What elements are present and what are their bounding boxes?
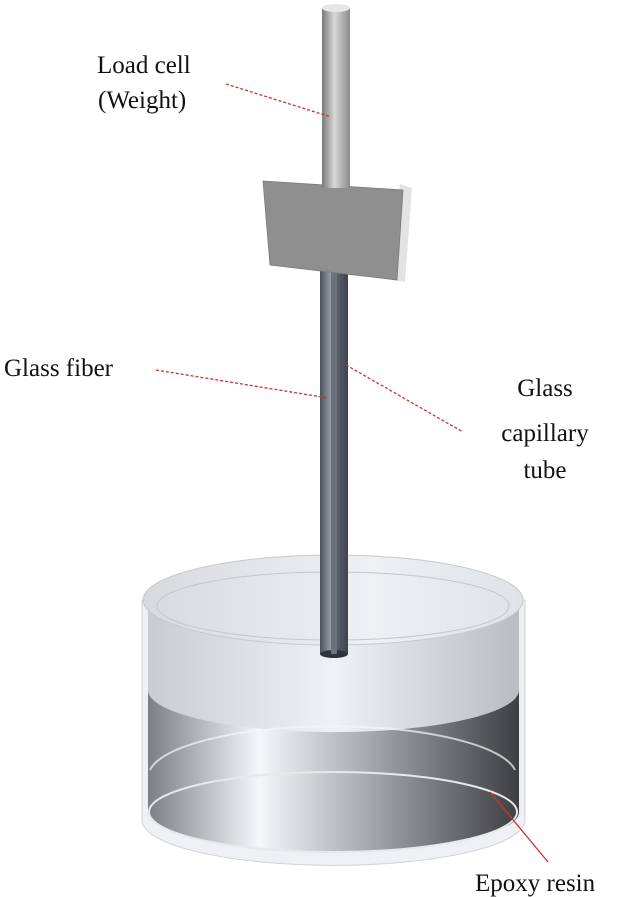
load-cell-sublabel: (Weight) bbox=[98, 87, 186, 114]
glass-fiber-label: Glass fiber bbox=[4, 355, 114, 382]
capillary-label-3: tube bbox=[523, 457, 566, 484]
load-cell-plate bbox=[262, 180, 412, 282]
capillary-leader bbox=[345, 364, 464, 433]
capillary-label-1: Glass bbox=[517, 375, 573, 402]
epoxy-resin-label: Epoxy resin bbox=[475, 870, 596, 897]
epoxy-leader bbox=[489, 791, 549, 863]
glass-fiber-leader bbox=[155, 369, 329, 399]
load-cell-leader bbox=[225, 83, 332, 118]
epoxy-dish bbox=[141, 554, 526, 866]
glass-fiber bbox=[331, 270, 337, 654]
load-cell-rod bbox=[322, 4, 350, 188]
capillary-label-2: capillary bbox=[501, 420, 589, 447]
load-cell-label: Load cell bbox=[97, 52, 191, 79]
